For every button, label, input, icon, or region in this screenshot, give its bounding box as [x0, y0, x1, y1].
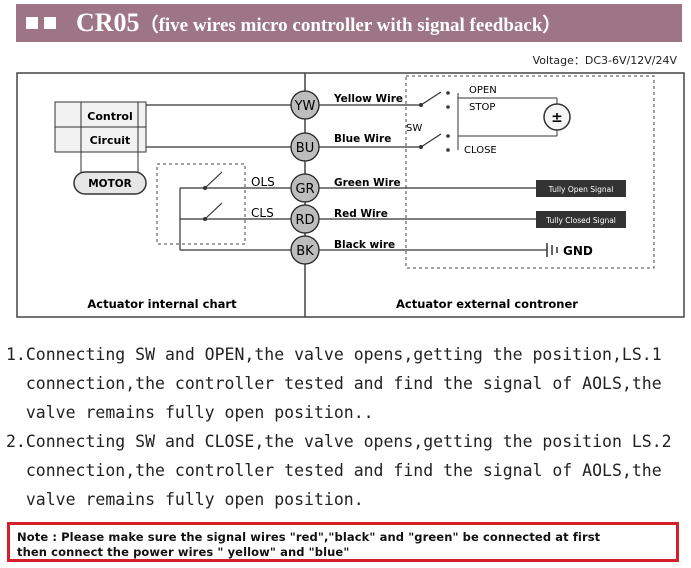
instruction-item: 1. Connecting SW and OPEN,the valve open… — [6, 340, 684, 427]
fully-open-signal-label: Tully Open Signal — [548, 185, 614, 194]
square-icon — [26, 17, 38, 29]
svg-text:GR: GR — [295, 182, 314, 197]
wire-label-yellow: Yellow Wire — [333, 93, 403, 105]
motor-block — [73, 171, 147, 195]
internal-caption: Actuator internal chart — [87, 297, 237, 311]
ols-label: OLS — [251, 175, 275, 189]
note-box: Note : Please make sure the signal wires… — [7, 522, 679, 562]
wire-node-bk: BK — [290, 235, 320, 265]
svg-text:BK: BK — [296, 244, 314, 259]
limit-switch-box — [156, 163, 246, 245]
wire-node-bu: BU — [290, 132, 320, 162]
svg-text:BU: BU — [296, 141, 314, 156]
page-title: CR05（five wires micro controller with si… — [76, 8, 561, 38]
header-banner: CR05（five wires micro controller with si… — [16, 4, 682, 42]
instruction-item: 2. Connecting SW and CLOSE,the valve ope… — [6, 427, 684, 514]
square-icon — [44, 17, 56, 29]
fully-open-signal-box — [536, 180, 626, 197]
product-subtitle: （five wires micro controller with signal… — [139, 15, 562, 36]
svg-text:RD: RD — [295, 213, 314, 228]
product-code: CR05 — [76, 8, 140, 37]
wire-node-yw: YW — [290, 90, 320, 120]
stop-label: STOP — [469, 102, 495, 113]
fully-closed-signal-label: Tully Closed Signal — [545, 216, 616, 225]
external-caption: Actuator external controner — [396, 297, 578, 311]
note-line-2: then connect the power wires " yellow" a… — [17, 545, 350, 559]
wiring-diagram: Control Circuit MOTOR OLS CLS Yellow Wir… — [16, 72, 685, 318]
motor-label: MOTOR — [88, 178, 132, 190]
wire-label-red: Red Wire — [334, 208, 388, 220]
wire-label-blue: Blue Wire — [334, 133, 391, 145]
instruction-number: 1. — [6, 345, 26, 364]
wire-label-green: Green Wire — [334, 177, 401, 189]
note-line-1: Note : Please make sure the signal wires… — [17, 530, 601, 544]
control-label: Control — [87, 110, 132, 123]
cls-label: CLS — [251, 206, 274, 220]
circuit-label: Circuit — [90, 134, 131, 147]
close-label: CLOSE — [464, 145, 497, 156]
svg-text:YW: YW — [294, 99, 316, 114]
ground-icon — [546, 243, 558, 257]
instruction-text: Connecting SW and CLOSE,the valve opens,… — [25, 432, 672, 509]
open-label: OPEN — [469, 85, 497, 96]
gnd-label: GND — [563, 244, 593, 258]
diagram-frame — [16, 72, 685, 318]
instructions-list: 1. Connecting SW and OPEN,the valve open… — [6, 340, 684, 514]
control-circuit-block: Control Circuit — [54, 101, 147, 153]
battery-symbol: ± — [551, 110, 563, 126]
wire-label-black: Black wire — [334, 239, 395, 251]
wire-node-rd: RD — [290, 204, 320, 234]
instruction-text: Connecting SW and OPEN,the valve opens,g… — [25, 345, 662, 422]
wire-node-gr: GR — [290, 173, 320, 203]
power-source-icon — [543, 103, 571, 131]
external-controller-box — [405, 75, 655, 269]
sw-label: SW — [406, 123, 422, 134]
fully-closed-signal-box — [536, 211, 626, 228]
voltage-spec: Voltage：DC3-6V/12V/24V — [532, 54, 677, 67]
instruction-number: 2. — [6, 432, 26, 451]
